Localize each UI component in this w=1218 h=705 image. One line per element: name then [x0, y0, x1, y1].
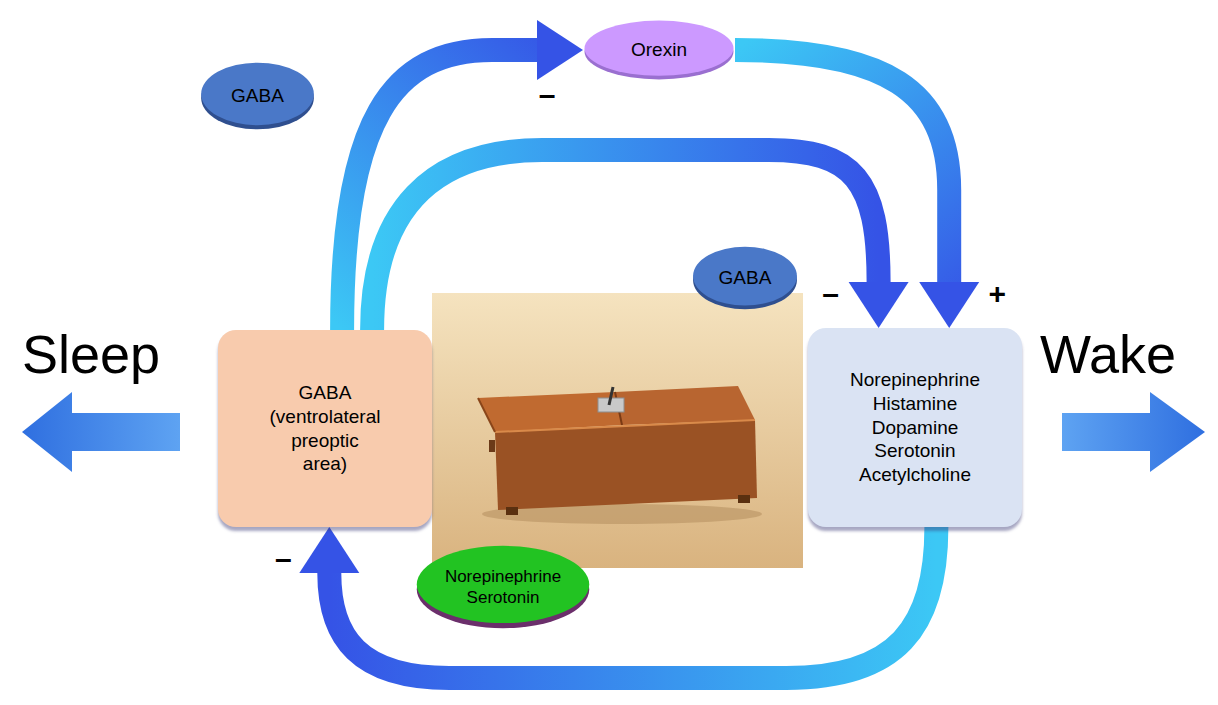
ellipse-fill — [693, 247, 797, 306]
arrow-head — [919, 282, 979, 328]
node-text: Norepinephrine Serotonin — [445, 566, 561, 609]
node-text: GABA (ventrolateral preoptic area) — [270, 381, 381, 476]
ellipse-fill — [201, 63, 314, 126]
wake-center-box: Norepinephrine Histamine Dopamine Seroto… — [808, 328, 1022, 527]
toggle-switch — [609, 387, 613, 405]
sleep-arrow — [22, 392, 180, 472]
edge-sign: + — [984, 279, 1010, 309]
state-label: Wake — [1040, 322, 1176, 387]
node-text: Norepinephrine Histamine Dopamine Seroto… — [850, 368, 980, 487]
neurotransmitter-badge: GABA — [692, 246, 798, 310]
box-lid — [615, 386, 755, 425]
node-text: Orexin — [631, 38, 687, 62]
arrow-head — [537, 20, 583, 80]
connector-line — [372, 150, 878, 330]
edge-sign: – — [271, 544, 296, 574]
connector-line — [329, 527, 936, 678]
box-foot — [738, 495, 750, 503]
box-edge — [478, 398, 495, 432]
arrow-head — [299, 527, 359, 573]
box-front — [495, 420, 757, 510]
orexin-oval: Orexin — [583, 20, 735, 80]
wake-arrow — [1062, 392, 1205, 472]
arrow-head — [849, 282, 909, 328]
connector-arrow — [299, 527, 936, 678]
node-text: GABA — [719, 266, 772, 290]
wooden-box-photo — [432, 293, 803, 568]
neurotransmitter-badge: Norepinephrine Serotonin — [415, 545, 591, 629]
node-text: GABA — [231, 84, 284, 108]
edge-sign: – — [818, 279, 843, 309]
ellipse-fill — [417, 546, 589, 623]
connector-line — [735, 50, 949, 282]
block-arrow — [1062, 392, 1205, 472]
ellipse-outline — [415, 545, 591, 629]
connector-arrow — [372, 150, 909, 330]
edge-sign: – — [535, 80, 560, 110]
block-arrow — [22, 392, 180, 472]
box-hinge — [489, 440, 495, 452]
box-foot — [506, 507, 518, 515]
state-label: Sleep — [22, 322, 160, 387]
box-edge — [495, 420, 755, 432]
photo-background — [432, 293, 803, 568]
sleep-center-box: GABA (ventrolateral preoptic area) — [218, 330, 432, 527]
neurotransmitter-badge: GABA — [200, 62, 315, 130]
ellipse-fill — [585, 21, 734, 76]
